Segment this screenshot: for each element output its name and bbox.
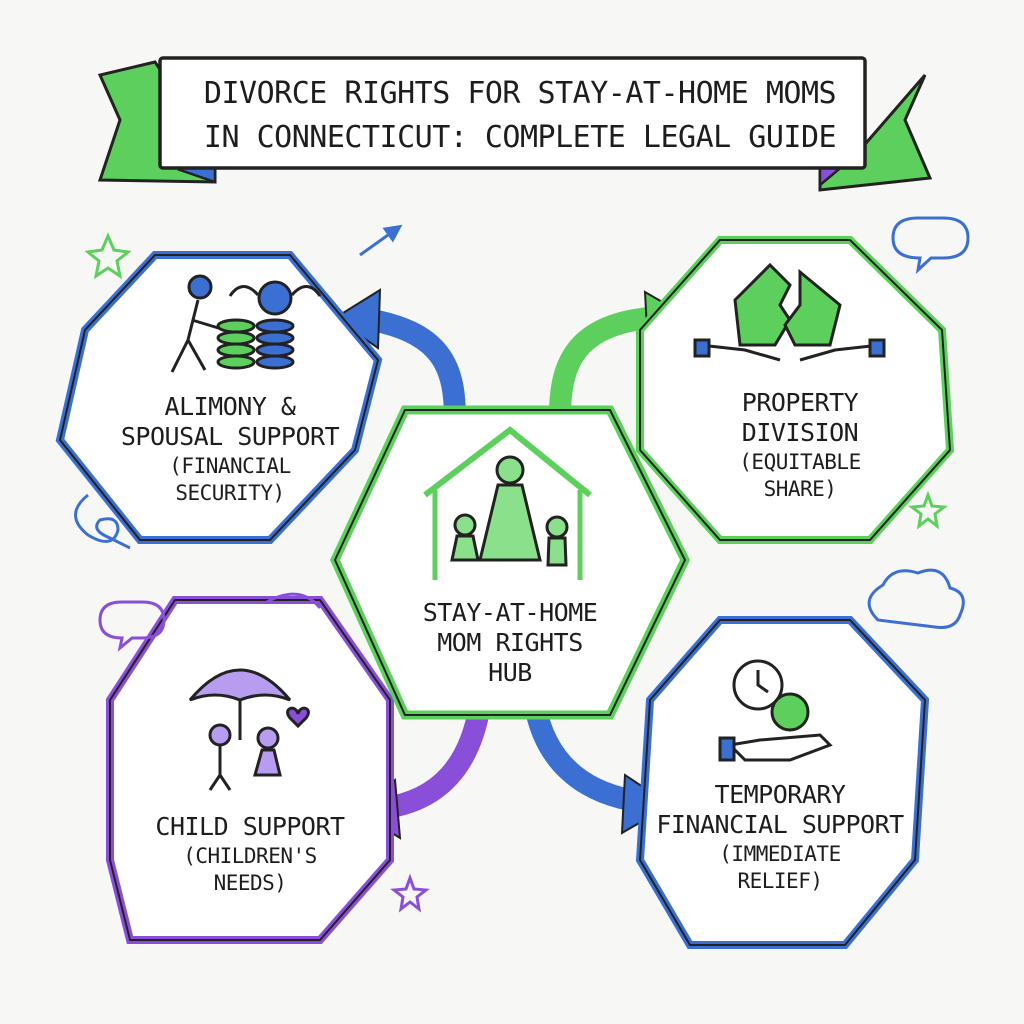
- arrow-icon: [264, 592, 322, 609]
- clock-money-hand-icon: [718, 659, 833, 762]
- alimony-subtitle-2: Security): [175, 481, 285, 505]
- umbrella-family-icon: [188, 668, 310, 791]
- temporary-title-2: Financial Support: [656, 810, 904, 839]
- star-icon: [908, 490, 948, 530]
- property-title-1: Property: [741, 388, 859, 417]
- swirl-icon: [74, 493, 131, 550]
- hub-node: [330, 405, 691, 720]
- title-line-2: in Connecticut: Complete Legal Guide: [203, 120, 837, 155]
- child-label: Child Support (Children's Needs): [130, 812, 370, 896]
- family-house-icon: [423, 426, 592, 580]
- node-temporary: [635, 616, 930, 949]
- child-subtitle-2: Needs): [213, 871, 287, 895]
- temporary-title-1: Temporary: [714, 780, 846, 809]
- coins-person-icon: [170, 274, 322, 373]
- split-house-icon: [693, 262, 886, 362]
- alimony-subtitle-1: (Financial: [169, 454, 291, 478]
- alimony-title-1: Alimony &: [164, 392, 296, 421]
- title-banner: [97, 56, 933, 192]
- star-icon: [390, 873, 430, 913]
- hub-label-2: Mom Rights: [437, 628, 583, 657]
- hub-label: Stay-at-Home Mom Rights Hub: [380, 598, 640, 688]
- speech-bubble-icon: [891, 216, 970, 275]
- title-line-1: Divorce Rights for Stay-at-Home Moms: [203, 76, 837, 111]
- property-title-2: Division: [741, 418, 859, 447]
- property-subtitle-1: (Equitable: [739, 450, 861, 474]
- hub-label-1: Stay-at-Home: [422, 598, 598, 627]
- alimony-label: Alimony & Spousal Support (Financial Sec…: [95, 392, 365, 506]
- page-title: Divorce Rights for Stay-at-Home Moms in …: [170, 72, 870, 160]
- child-title-1: Child Support: [155, 812, 345, 841]
- node-child: [106, 596, 394, 944]
- hub-label-3: Hub: [488, 658, 532, 687]
- cloud-icon: [867, 568, 965, 629]
- child-subtitle-1: (Children's: [183, 844, 317, 868]
- property-subtitle-2: Share): [763, 477, 837, 501]
- temporary-subtitle-2: Relief): [737, 869, 823, 893]
- property-label: Property Division (Equitable Share): [680, 388, 920, 502]
- arrow-icon: [359, 224, 403, 257]
- alimony-title-2: Spousal Support: [120, 422, 340, 451]
- speech-bubble-icon: [98, 600, 166, 652]
- node-property: [636, 236, 955, 544]
- temporary-label: Temporary Financial Support (Immediate R…: [650, 780, 910, 894]
- temporary-subtitle-1: (Immediate: [719, 842, 841, 866]
- node-alimony: [55, 251, 383, 544]
- decorative-doodles: [74, 216, 970, 913]
- star-icon: [84, 232, 132, 280]
